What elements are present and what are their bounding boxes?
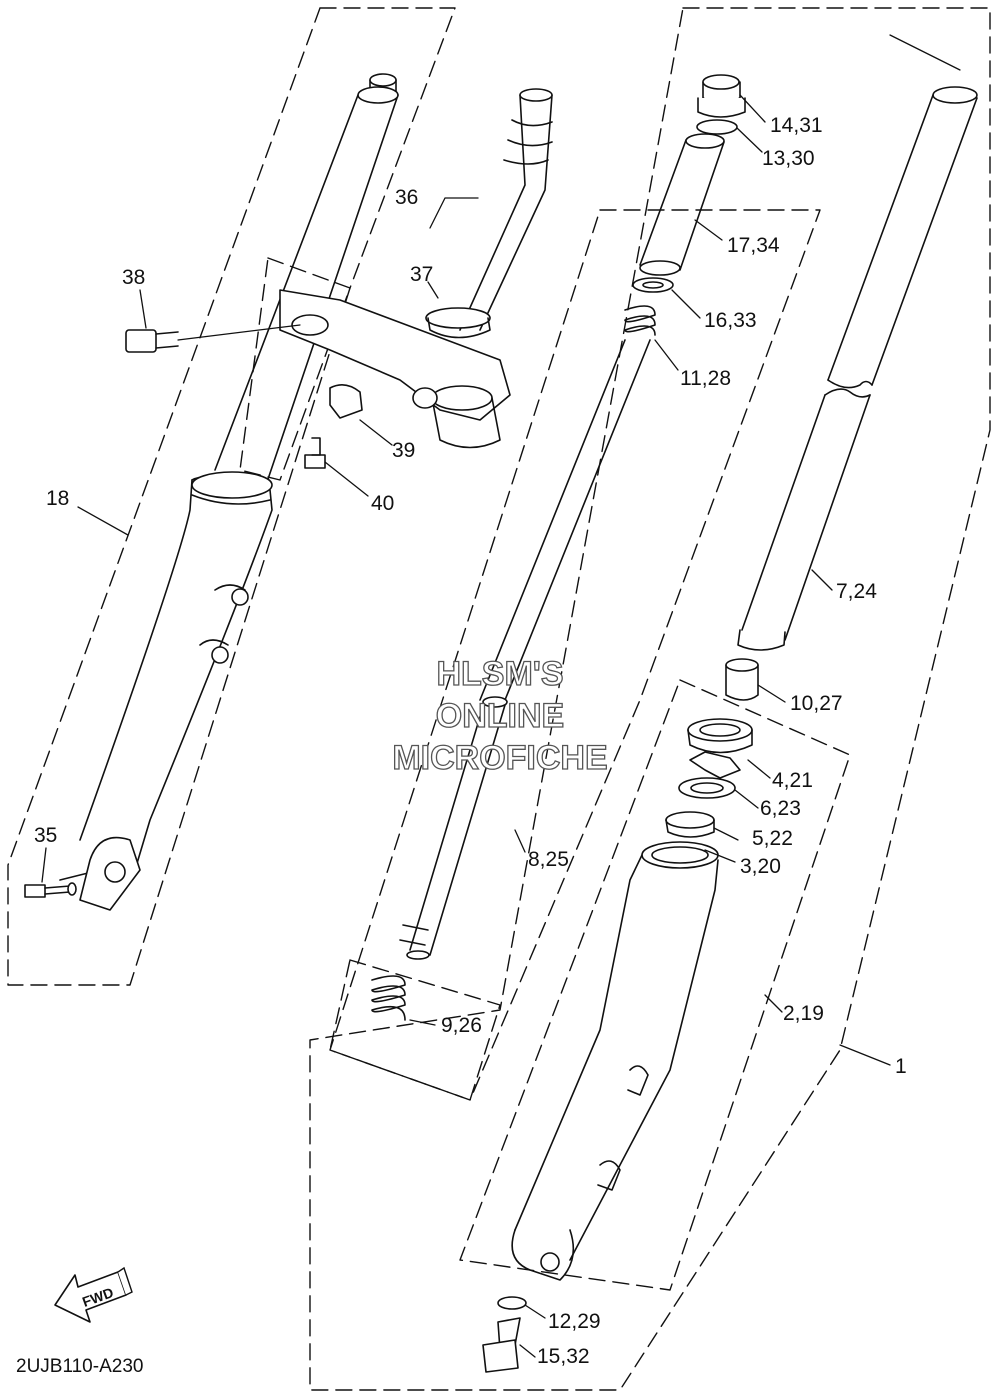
fwd-arrow-icon: FWD — [54, 1266, 133, 1323]
watermark: HLSM'S ONLINE MICROFICHE — [392, 654, 609, 777]
callout-35: 35 — [34, 824, 57, 847]
callout-12-29: 12,29 — [548, 1310, 601, 1333]
boundary-spring-set — [329, 959, 501, 1101]
callout-18: 18 — [46, 487, 69, 510]
watermark-line-2: ONLINE — [436, 697, 564, 735]
inner-parts — [371, 74, 746, 1021]
callout-4-21: 4,21 — [772, 769, 813, 792]
watermark-line-1: HLSM'S — [436, 655, 563, 693]
callout-3-20: 3,20 — [740, 855, 781, 878]
callout-9-26: 9,26 — [441, 1014, 482, 1037]
callout-11-28: 11,28 — [680, 367, 731, 390]
callout-15-32: 15,32 — [537, 1345, 590, 1368]
left-fork-assembly — [24, 73, 399, 911]
leader-lines — [41, 34, 961, 1358]
callout-40: 40 — [371, 492, 394, 515]
callout-39: 39 — [392, 439, 415, 462]
boundary-right-fork — [309, 7, 991, 1391]
watermark-line-3: MICROFICHE — [392, 739, 607, 777]
callout-1: 1 — [895, 1055, 907, 1078]
boundary-outer-tube — [459, 679, 851, 1291]
callout-7-24: 7,24 — [836, 580, 877, 603]
boundary-handle-crown — [239, 257, 351, 481]
group-boundaries — [7, 7, 991, 1391]
callout-labels: 14,31 13,30 17,34 16,33 11,28 7,24 10,27… — [34, 114, 907, 1368]
callout-16-33: 16,33 — [704, 309, 757, 332]
callout-36: 36 — [395, 186, 418, 209]
boundary-left-fork — [7, 7, 456, 986]
steering-assembly — [125, 88, 553, 469]
outer-tube-assembly — [482, 718, 753, 1373]
callout-10-27: 10,27 — [790, 692, 843, 715]
callout-8-25: 8,25 — [528, 848, 569, 871]
callout-6-23: 6,23 — [760, 797, 801, 820]
callout-13-30: 13,30 — [762, 147, 815, 170]
diagram-code: 2UJB110-A230 — [16, 1356, 143, 1377]
callout-2-19: 2,19 — [783, 1002, 824, 1025]
callout-17-34: 17,34 — [727, 234, 780, 257]
inner-tube — [725, 86, 978, 701]
callout-14-31: 14,31 — [770, 114, 823, 137]
boundary-inner-damper — [329, 209, 821, 1101]
callout-37: 37 — [410, 263, 433, 286]
callout-5-22: 5,22 — [752, 827, 793, 850]
callout-38: 38 — [122, 266, 145, 289]
